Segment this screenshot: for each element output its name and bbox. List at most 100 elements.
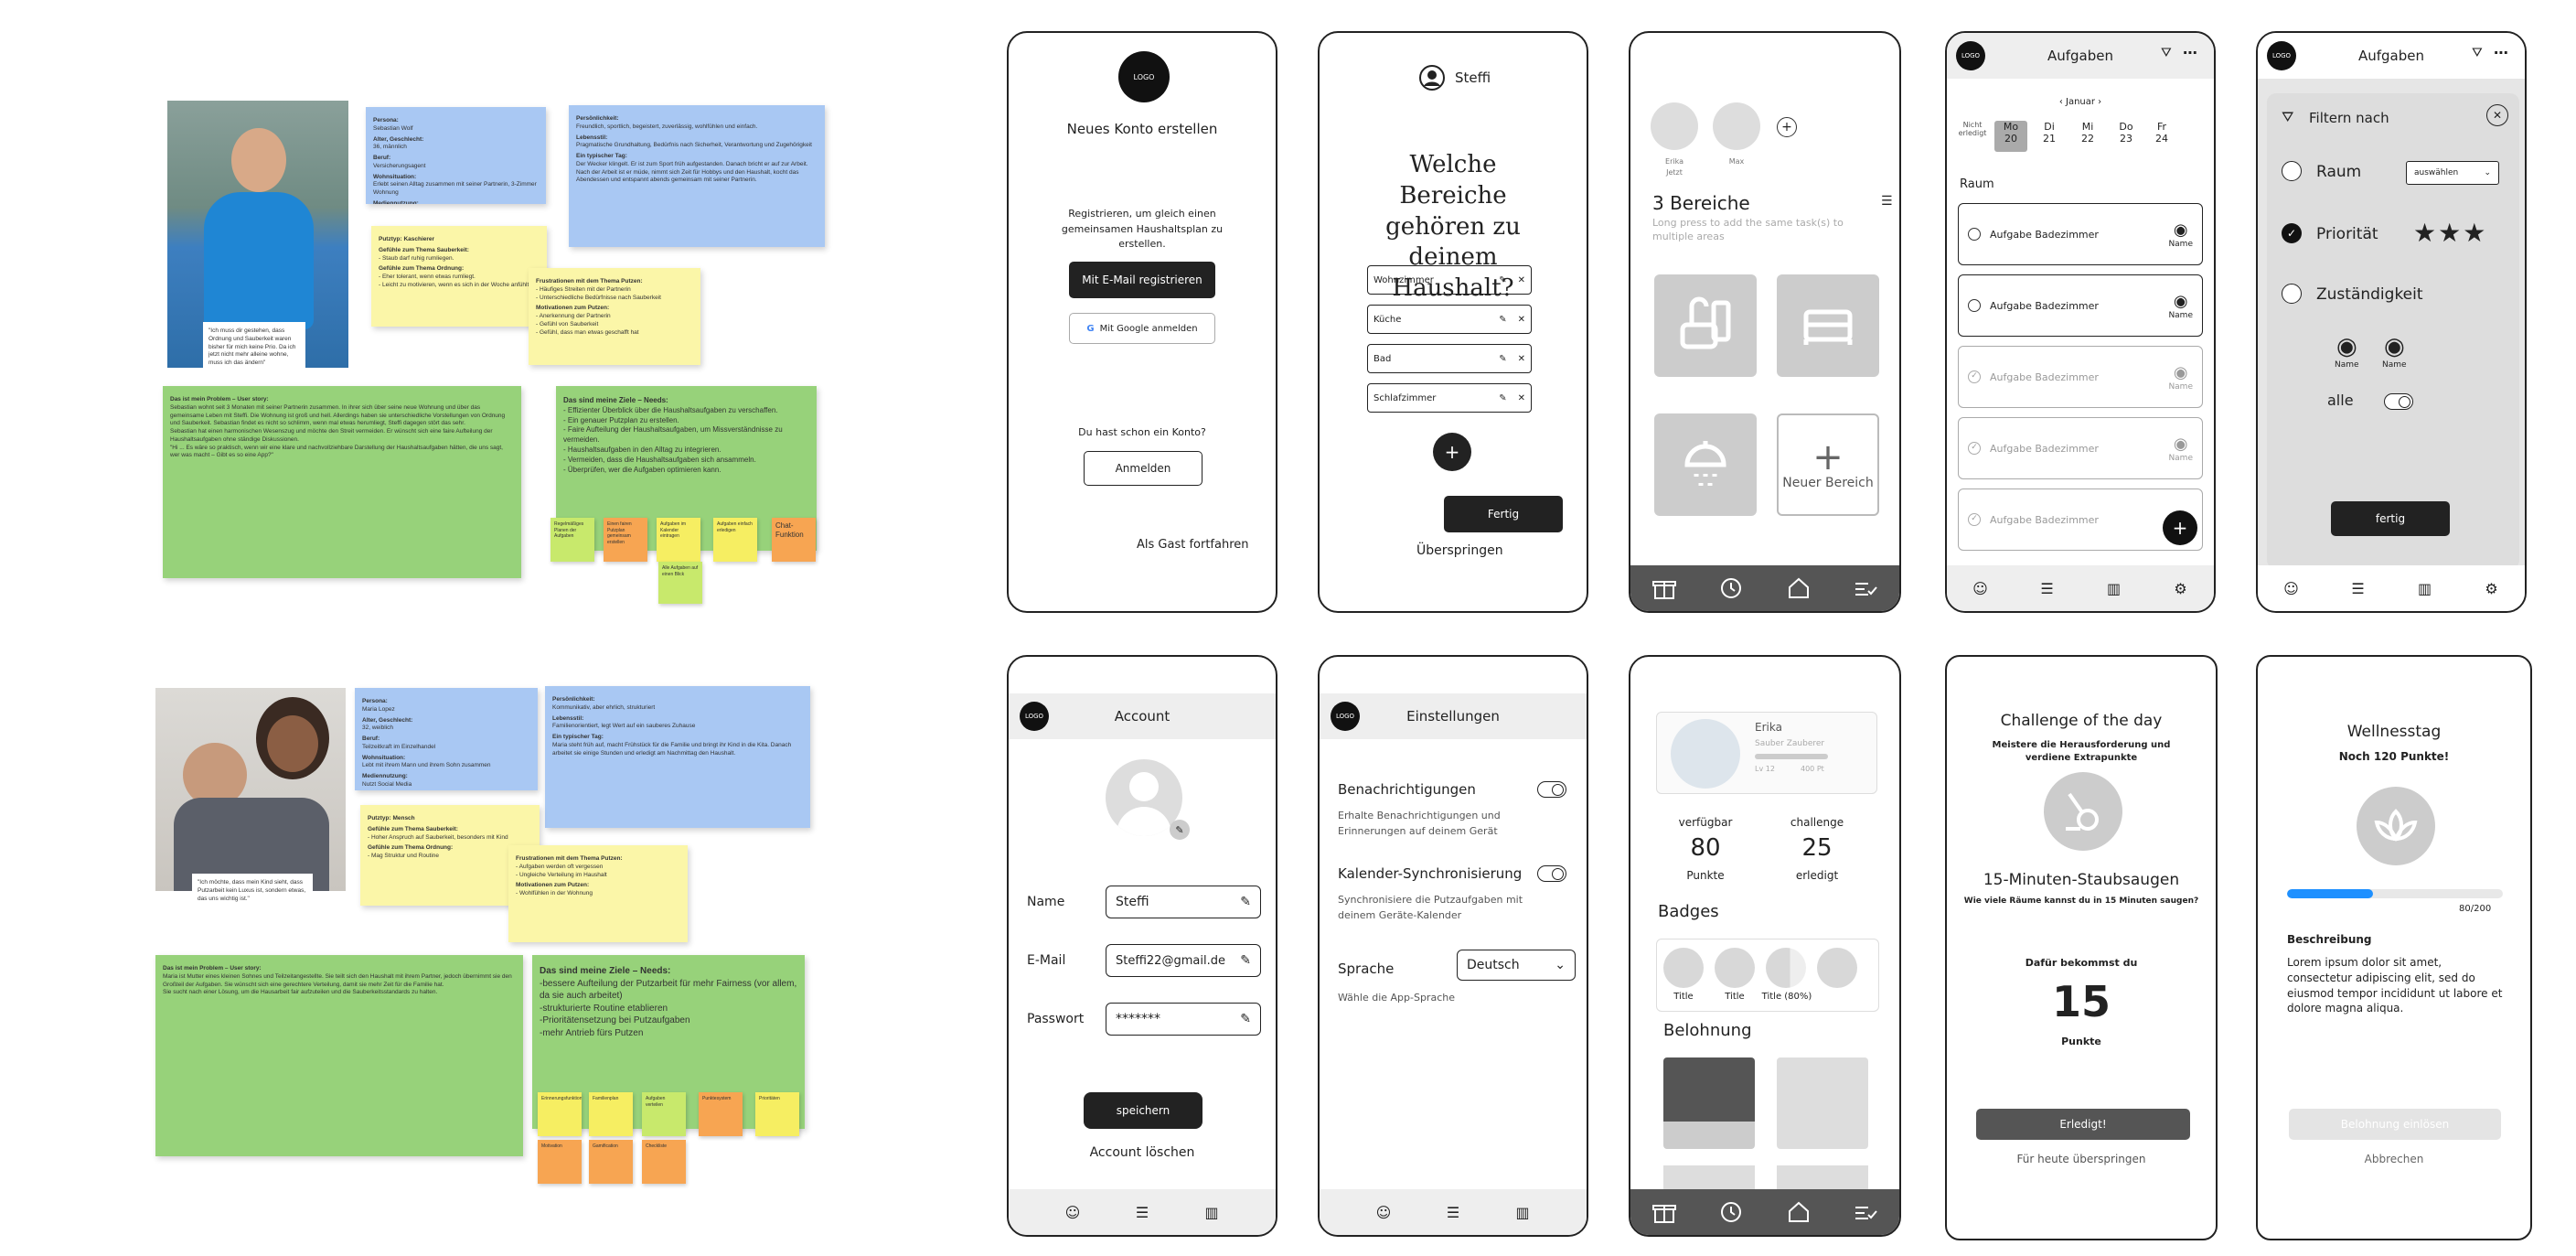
done-button[interactable]: Fertig [1444,496,1563,532]
day-cell[interactable]: Nicht erledigt [1956,121,1989,152]
filter-icon[interactable]: ⛛ [2472,46,2483,60]
tasks-icon[interactable] [1854,576,1878,600]
email-field[interactable]: Steffi22@gmail.de✎ [1106,944,1261,977]
task-item-done[interactable]: ✓Aufgabe Badezimmer [1958,488,2203,551]
edit-icon[interactable]: ✎ [1240,895,1251,909]
checkbox[interactable] [1968,228,1981,241]
login-button[interactable]: Anmelden [1084,451,1202,486]
area-tile-shower[interactable] [1654,413,1757,516]
notifications-toggle[interactable] [1537,781,1566,798]
area-tile-bedroom[interactable] [1777,274,1879,377]
badge-item[interactable] [1715,948,1755,988]
list-icon[interactable]: ☰ [2040,579,2054,597]
history-icon[interactable] [1719,1200,1743,1224]
delete-account-link[interactable]: Account löschen [1089,1145,1195,1160]
edit-avatar-icon[interactable]: ✎ [1170,820,1190,840]
home-icon[interactable] [1787,1200,1811,1224]
settings-icon[interactable]: ⚙ [2485,579,2498,597]
radio-raum[interactable] [2282,161,2302,181]
home-icon[interactable] [1787,576,1811,600]
room-select[interactable]: auswählen⌄ [2406,161,2499,185]
check-icon[interactable]: ✓ [1968,370,1981,383]
tasks-icon[interactable] [1854,1200,1878,1224]
room-item[interactable]: Küche✎✕ [1367,305,1532,334]
language-select[interactable]: Deutsch⌄ [1457,950,1576,981]
list-icon[interactable]: ☰ [1446,1203,1460,1221]
google-login-button[interactable]: G Mit Google anmelden [1069,313,1215,344]
skip-link[interactable]: Für heute überspringen [2016,1153,2146,1165]
checkbox[interactable] [1968,299,1981,312]
badge-item-partial[interactable] [1766,948,1806,988]
area-tile-bath[interactable] [1654,274,1757,377]
month-selector[interactable]: ‹ Januar › [2058,97,2102,107]
member-avatar[interactable] [1651,102,1698,150]
assignee-option[interactable]: ◉Name [2382,333,2407,370]
badge-item[interactable] [1817,948,1857,988]
close-icon[interactable]: ✕ [1517,392,1525,403]
more-icon[interactable]: ⋯ [2494,44,2508,61]
radio-prio-checked[interactable]: ✓ [2282,223,2302,243]
password-field[interactable]: *******✎ [1106,1003,1261,1036]
reward-card[interactable] [1777,1057,1868,1149]
prio-stars[interactable]: ★★★ [2413,218,2488,248]
add-task-button[interactable]: + [2163,510,2197,545]
assignee-option[interactable]: ◉Name [2335,333,2359,370]
edit-icon[interactable]: ✎ [1240,953,1251,968]
task-item-done[interactable]: ✓Aufgabe Badezimmer◉Name [1958,417,2203,479]
gift-icon[interactable] [1651,1200,1676,1224]
check-icon[interactable]: ✓ [1968,442,1981,455]
stats-icon[interactable]: ▥ [2417,579,2432,597]
list-icon[interactable]: ☰ [1135,1203,1149,1221]
filter-icon[interactable]: ⛛ [2161,46,2172,60]
add-member-button[interactable]: + [1777,117,1797,137]
alle-toggle[interactable] [2384,393,2413,410]
task-item[interactable]: Aufgabe Badezimmer◉Name [1958,203,2203,265]
list-view-icon[interactable]: ☰ [1881,194,1893,209]
badge-item[interactable] [1663,948,1704,988]
avatar[interactable] [1106,759,1182,836]
room-item[interactable]: Wohnzimmer✎✕ [1367,265,1532,295]
stats-icon[interactable]: ▥ [2106,579,2122,597]
close-icon[interactable]: ✕ [1517,353,1525,364]
add-room-button[interactable]: + [1433,433,1471,471]
edit-icon[interactable]: ✎ [1499,274,1507,285]
redeem-button[interactable]: Belohnung einlösen [2289,1109,2501,1140]
radio-zust[interactable] [2282,284,2302,304]
check-icon[interactable]: ✓ [1968,513,1981,526]
calendar-sync-toggle[interactable] [1537,865,1566,882]
cancel-link[interactable]: Abbrechen [2364,1153,2424,1165]
history-icon[interactable] [1719,576,1743,600]
close-icon[interactable]: ✕ [1517,274,1525,285]
stats-icon[interactable]: ▥ [1204,1203,1219,1221]
guest-link[interactable]: Als Gast fortfahren [1137,538,1249,552]
member-avatar[interactable] [1713,102,1760,150]
profile-icon[interactable]: ☺ [2283,579,2299,597]
more-icon[interactable]: ⋯ [2183,44,2197,61]
profile-icon[interactable]: ☺ [1375,1203,1392,1221]
edit-icon[interactable]: ✎ [1499,392,1507,403]
save-button[interactable]: speichern [1084,1092,1202,1129]
gift-icon[interactable] [1651,576,1676,600]
edit-icon[interactable]: ✎ [1240,1012,1251,1026]
done-button[interactable]: Erledigt! [1976,1109,2190,1140]
task-item[interactable]: Aufgabe Badezimmer◉Name [1958,274,2203,337]
done-button[interactable]: fertig [2331,501,2450,536]
edit-icon[interactable]: ✎ [1499,353,1507,364]
room-item[interactable]: Schlafzimmer✎✕ [1367,383,1532,413]
register-email-button[interactable]: Mit E-Mail registrieren [1069,262,1215,298]
edit-icon[interactable]: ✎ [1499,314,1507,325]
name-field[interactable]: Steffi✎ [1106,886,1261,918]
close-icon[interactable]: ✕ [2486,104,2508,126]
profile-icon[interactable]: ☺ [1972,579,1988,597]
reward-card[interactable] [1663,1057,1755,1149]
room-item[interactable]: Bad✎✕ [1367,344,1532,373]
task-item-done[interactable]: ✓Aufgabe Badezimmer◉Name [1958,346,2203,408]
new-area-button[interactable]: + Neuer Bereich [1777,413,1879,516]
list-icon[interactable]: ☰ [2351,579,2365,597]
close-icon[interactable]: ✕ [1517,314,1525,325]
